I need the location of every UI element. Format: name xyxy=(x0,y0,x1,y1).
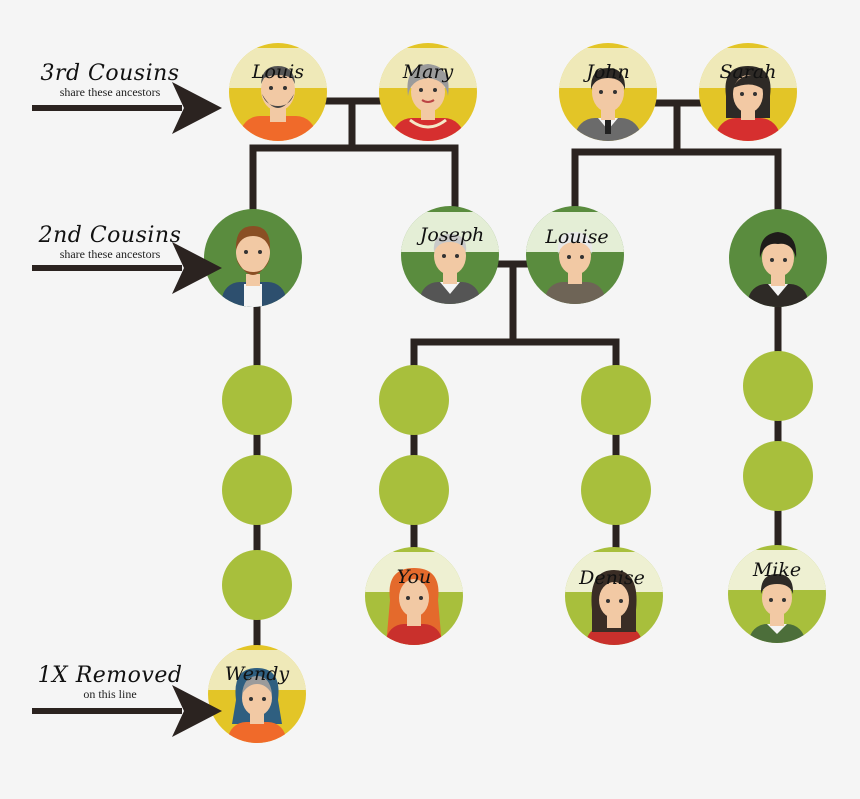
label-removed-title: 1X Removed xyxy=(37,663,183,688)
person-louis: Louis xyxy=(229,43,327,141)
person-name-john: John xyxy=(582,61,630,83)
person-name-louis: Louis xyxy=(251,61,304,83)
person-second-cousin-ancestor-right xyxy=(729,209,827,307)
person-name-denise: Denise xyxy=(578,567,645,589)
person-wendy: Wendy xyxy=(208,645,306,743)
relative-node xyxy=(743,351,813,421)
person-denise: Denise xyxy=(565,547,663,645)
relative-node xyxy=(379,365,449,435)
unnamed-relatives xyxy=(222,351,813,620)
label-third-cousins: 3rd Cousins share these ancestors xyxy=(30,62,190,99)
person-name-mike: Mike xyxy=(752,559,801,581)
person-name-louise: Louise xyxy=(544,226,608,248)
label-removed: 1X Removed on this line xyxy=(30,664,190,701)
person-joseph: Joseph xyxy=(401,206,499,304)
relative-node xyxy=(222,455,292,525)
label-second-cousins-title: 2nd Cousins xyxy=(38,223,182,248)
label-second-cousins: 2nd Cousins share these ancestors xyxy=(30,224,190,261)
relative-node xyxy=(222,550,292,620)
arrow-second-cousins xyxy=(32,242,222,294)
arrow-removed xyxy=(32,685,222,737)
person-mike: Mike xyxy=(728,545,826,643)
label-second-cousins-sub: share these ancestors xyxy=(59,247,161,261)
label-third-cousins-title: 3rd Cousins xyxy=(40,61,180,86)
person-name-wendy: Wendy xyxy=(225,663,290,685)
connector-lines xyxy=(249,97,782,652)
relative-node xyxy=(222,365,292,435)
person-sarah: Sarah xyxy=(699,43,797,141)
person-name-joseph: Joseph xyxy=(416,224,484,246)
arrow-third-cousins xyxy=(32,82,222,134)
relative-node xyxy=(581,455,651,525)
relative-node xyxy=(743,441,813,511)
person-second-cousin-ancestor-left xyxy=(204,209,302,307)
person-name-you: You xyxy=(397,566,432,588)
person-louise: Louise xyxy=(526,206,624,304)
person-you: You xyxy=(365,547,463,645)
person-name-sarah: Sarah xyxy=(720,61,777,83)
relative-node xyxy=(379,455,449,525)
relative-node xyxy=(581,365,651,435)
person-mary: Mary xyxy=(379,43,477,141)
person-name-mary: Mary xyxy=(402,61,454,83)
person-john: John xyxy=(559,43,657,141)
label-removed-sub: on this line xyxy=(83,687,137,701)
label-third-cousins-sub: share these ancestors xyxy=(59,85,161,99)
